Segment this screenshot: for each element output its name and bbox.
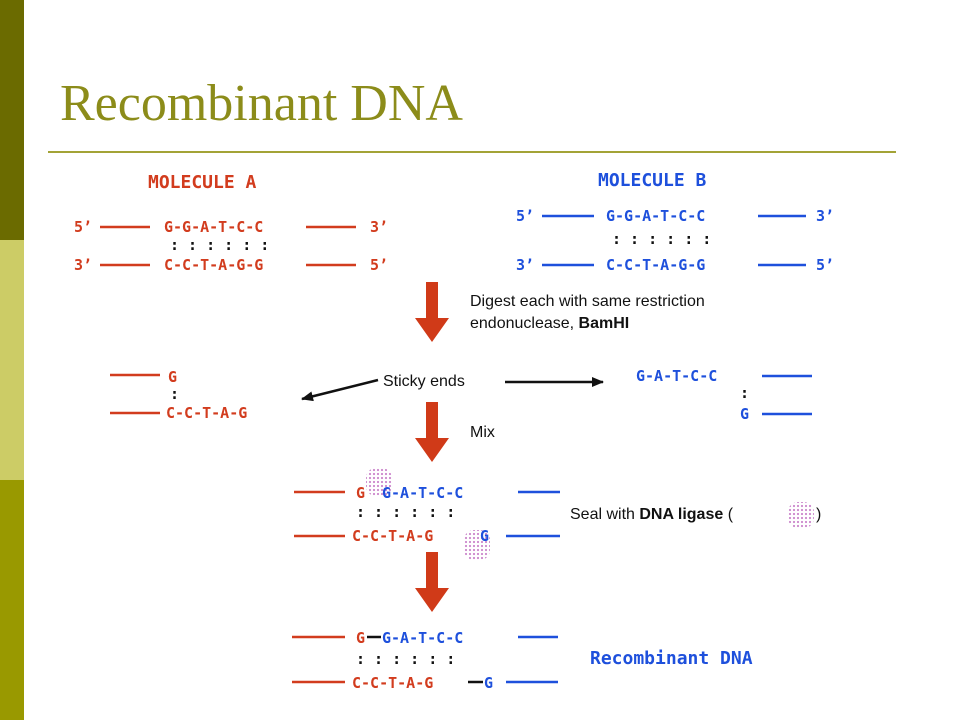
molecule-b-heading: MOLECULE B	[598, 170, 707, 191]
molecule-a-top-sequence: G-G-A-T-C-C	[164, 218, 263, 236]
seal-step-enzyme: DNA ligase	[639, 506, 723, 523]
annealed-base-pairs: : : : : : :	[356, 503, 455, 521]
ligase-blob-top	[366, 468, 392, 496]
side-bar-bottom	[0, 480, 24, 720]
side-bar-middle	[0, 240, 24, 480]
digest-step-line1: Digest each with same restriction	[470, 293, 705, 310]
annealed-top-red-base: G	[356, 484, 365, 502]
molecule-a-bottom-5-label: 5’	[370, 256, 388, 274]
annealed-bottom-blue-base: G	[480, 527, 489, 545]
molecule-b-bottom-3-label: 3’	[516, 256, 534, 274]
sticky-right-pair: :	[740, 384, 749, 402]
molecule-a-heading: MOLECULE A	[148, 172, 257, 193]
title-divider	[48, 151, 896, 153]
digest-step-arrow	[415, 282, 449, 342]
molecule-b-bottom-5-label: 5’	[816, 256, 834, 274]
molecule-a-top-5-label: 5’	[74, 218, 92, 236]
product-top-red-base: G	[356, 629, 365, 647]
ligase-legend-icon	[788, 502, 814, 528]
sticky-left-bottom-sequence: C-C-T-A-G	[166, 404, 247, 422]
product-bottom-red-sequence: C-C-T-A-G	[352, 674, 433, 692]
molecule-a-top-3-label: 3’	[370, 218, 388, 236]
seal-step-open-paren: (	[723, 506, 733, 523]
product-top-blue-sequence: G-A-T-C-C	[382, 629, 463, 647]
annealed-top-blue-sequence: G-A-T-C-C	[382, 484, 463, 502]
mix-step-arrow	[415, 402, 449, 462]
molecule-a-bottom-sequence: C-C-T-A-G-G	[164, 256, 263, 274]
annealed-bottom-red-sequence: C-C-T-A-G	[352, 527, 433, 545]
molecule-b-top-3-label: 3’	[816, 207, 834, 225]
molecule-b-top-sequence: G-G-A-T-C-C	[606, 207, 705, 225]
seal-step-label: Seal with DNA ligase (	[570, 506, 734, 523]
mix-step-label: Mix	[470, 424, 495, 441]
sticky-left-top-base: G	[168, 368, 177, 386]
sticky-left-pointer-arrow	[301, 378, 379, 402]
seal-step-prefix: Seal with	[570, 506, 639, 523]
molecule-b-bottom-sequence: C-C-T-A-G-G	[606, 256, 705, 274]
molecule-a-bottom-3-label: 3’	[74, 256, 92, 274]
slide-title: Recombinant DNA	[60, 75, 463, 132]
molecule-b-base-pairs: : : : : : :	[612, 230, 711, 248]
molecule-b-top-5-label: 5’	[516, 207, 534, 225]
side-bar-top	[0, 0, 24, 240]
digest-step-line2-prefix: endonuclease,	[470, 315, 579, 332]
product-base-pairs: : : : : : :	[356, 650, 455, 668]
sticky-ends-label: Sticky ends	[383, 373, 465, 390]
product-label: Recombinant DNA	[590, 648, 753, 669]
molecule-a-base-pairs: : : : : : :	[170, 236, 269, 254]
sticky-left-pair: :	[170, 385, 179, 403]
sticky-right-top-sequence: G-A-T-C-C	[636, 367, 717, 385]
seal-step-arrow	[415, 552, 449, 612]
ligase-blob-bottom	[464, 530, 490, 560]
seal-step-close-paren: )	[816, 506, 821, 523]
sticky-right-bottom-base: G	[740, 405, 749, 423]
product-bottom-blue-base: G	[484, 674, 493, 692]
digest-step-enzyme: BamHI	[579, 315, 630, 332]
digest-step-line2: endonuclease, BamHI	[470, 315, 629, 332]
